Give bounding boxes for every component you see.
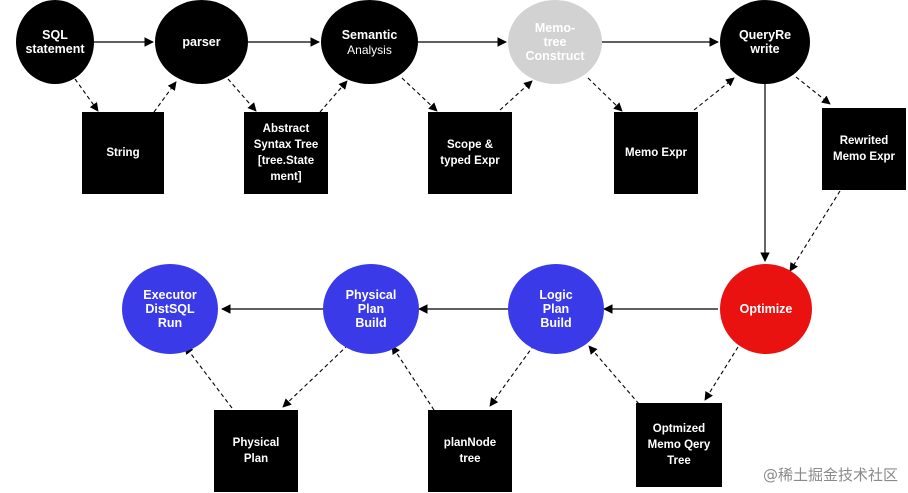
edge-semantic-scope — [401, 77, 438, 112]
box-optmized-memo-query-tree: Optmized Memo Qery Tree — [636, 403, 722, 487]
edge-scope-memo — [499, 80, 533, 111]
node-executor-distsql-run: Executor DistSQL Run — [122, 264, 218, 354]
edge-optimize-optmized — [704, 346, 739, 401]
semantic-subtitle: Analysis — [347, 42, 392, 57]
node-query-rewrite: QueryRe write — [720, 0, 810, 84]
node-optimize: Optimize — [720, 264, 812, 354]
edge-plannode-physical — [391, 345, 435, 411]
box-abstract-syntax-tree: Abstract Syntax Tree [tree.State ment] — [244, 112, 328, 194]
edge-memoexpr-rewrite — [693, 77, 735, 111]
watermark: @稀土掘金技术社区 — [762, 466, 898, 484]
edge-rewrite-rewrited — [795, 76, 831, 105]
edge-parser-ast — [227, 78, 257, 112]
edge-ast-semantic — [319, 80, 348, 113]
edge-logic-plannode — [489, 344, 535, 407]
edge-memo-memoexpr — [587, 77, 623, 112]
box-scope-typed-expr: Scope & typed Expr — [428, 112, 512, 194]
node-semantic-analysis: Semantic Analysis — [321, 0, 418, 84]
box-physical-plan: Physical Plan — [214, 410, 298, 492]
edge-rewrited-optimize — [789, 190, 841, 272]
edge-sql-string — [74, 78, 99, 112]
edge-physical-physicalplan — [282, 344, 349, 408]
node-parser: parser — [155, 0, 248, 84]
edge-string-parser — [153, 81, 177, 113]
node-sql-statement: SQL statement — [16, 0, 94, 84]
node-logic-plan-build: Logic Plan Build — [508, 264, 604, 354]
box-rewrited-memo-expr: Rewrited Memo Expr — [822, 108, 906, 190]
box-string: String — [82, 112, 164, 194]
box-plannode-tree: planNode tree — [428, 410, 512, 492]
box-memo-expr: Memo Expr — [614, 112, 698, 194]
node-physical-plan-build: Physical Plan Build — [323, 264, 419, 354]
node-memo-tree-construct: Memo- tree Construct — [508, 0, 602, 84]
edge-physicalplan-executor — [184, 345, 233, 409]
edge-optmized-logic — [588, 345, 640, 405]
semantic-title: Semantic — [341, 27, 398, 42]
